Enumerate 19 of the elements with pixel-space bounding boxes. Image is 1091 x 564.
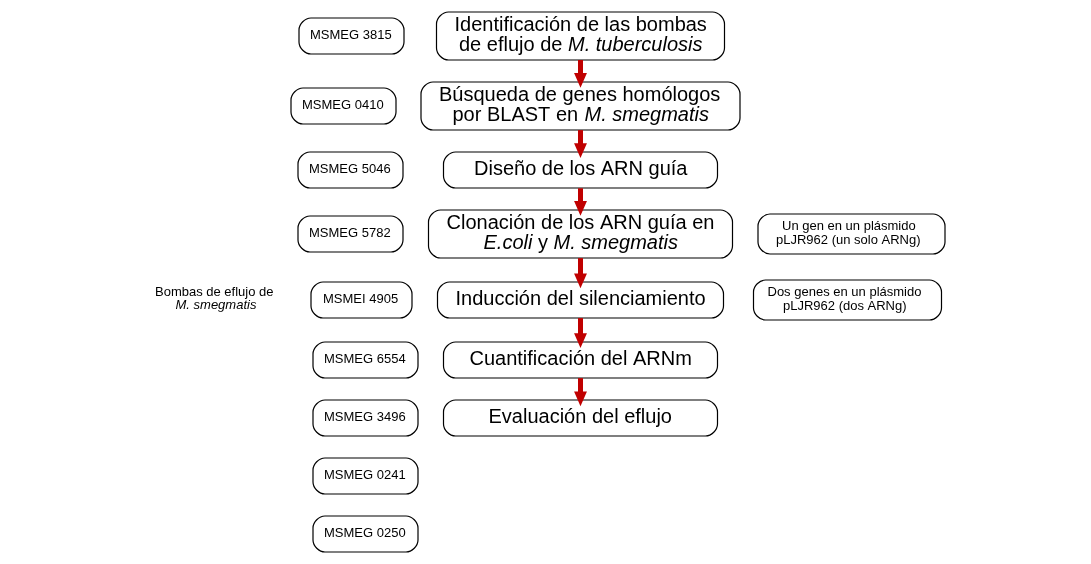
node-box: Diseño de los ARN guía	[442, 151, 718, 189]
node-box: Dos genes en un plásmido pLJR962 (dos ARNg)	[752, 279, 942, 321]
node-box: MSMEG 5782	[296, 215, 404, 253]
node-box: Inducción del silenciamiento	[436, 281, 724, 319]
node-box: MSMEG 0250	[311, 515, 419, 553]
node-box: MSMEG 6554	[311, 341, 419, 379]
node-box: Identificación de las bombas de eflujo de M. tuberculosis	[435, 11, 725, 61]
node-box: Clonación de los ARN guía en E.coli y M. smegmatis	[427, 209, 733, 259]
node-box: MSMEG 3496	[311, 399, 419, 437]
node-box: MSMEI 4905	[309, 281, 413, 319]
node-box: Búsqueda de genes homólogos por BLAST en M. smegmatis	[419, 81, 741, 131]
node-box: Un gen en un plásmido pLJR962 (un solo ARNg)	[756, 213, 946, 255]
node-box: Evaluación del eflujo	[442, 399, 718, 437]
label: Bombas de eflujo de M. smegmatis	[154, 284, 274, 313]
node-box: MSMEG 0410	[289, 87, 397, 125]
node-box: MSMEG 3815	[297, 17, 405, 55]
node-box: MSMEG 0241	[311, 457, 419, 495]
node-box: Cuantificación del ARNm	[442, 341, 718, 379]
node-box: MSMEG 5046	[296, 151, 404, 189]
